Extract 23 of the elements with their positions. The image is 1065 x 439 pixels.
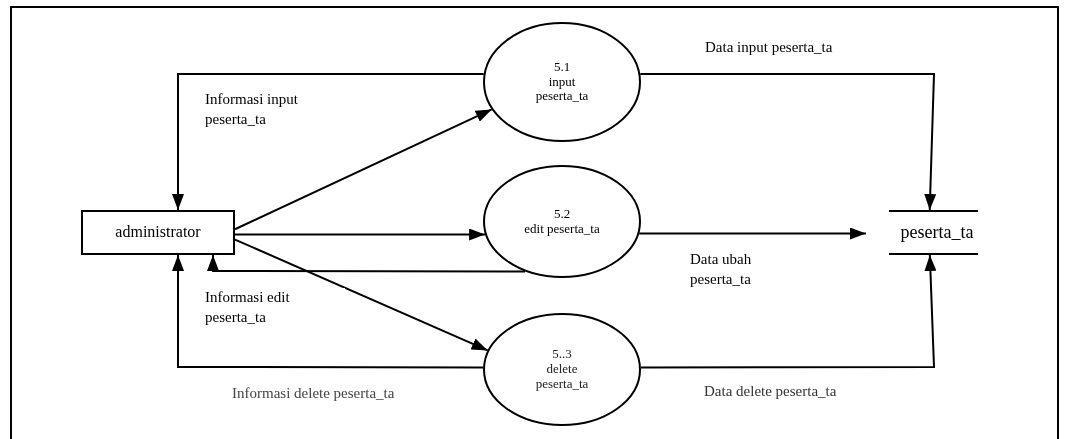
arrow xyxy=(207,254,527,273)
arrow xyxy=(234,108,493,231)
arrow xyxy=(639,254,937,369)
arrow xyxy=(638,227,867,240)
process-name: input peserta_ta xyxy=(534,74,590,105)
arrow xyxy=(172,73,485,211)
process-number: 5..3 xyxy=(551,347,573,363)
edge-label: Informasi delete peserta_ta xyxy=(232,384,395,404)
external-entity-box xyxy=(81,210,235,255)
process-number: 5.2 xyxy=(552,206,572,222)
process-ellipse xyxy=(483,165,641,278)
entity-name: administrator xyxy=(115,223,201,242)
process-name: edit peserta_ta xyxy=(523,221,601,237)
edge-label: Informasi edit peserta_ta xyxy=(205,288,345,327)
arrow xyxy=(172,254,485,369)
arrow xyxy=(639,73,937,211)
process-ellipse xyxy=(483,313,641,426)
arrow xyxy=(234,238,489,352)
process-number: 5.1 xyxy=(552,59,572,75)
data-store-name: peserta_ta xyxy=(899,222,974,243)
process-ellipse xyxy=(483,22,641,142)
process-name: delete peserta_ta xyxy=(534,362,590,392)
arrow xyxy=(234,228,487,241)
